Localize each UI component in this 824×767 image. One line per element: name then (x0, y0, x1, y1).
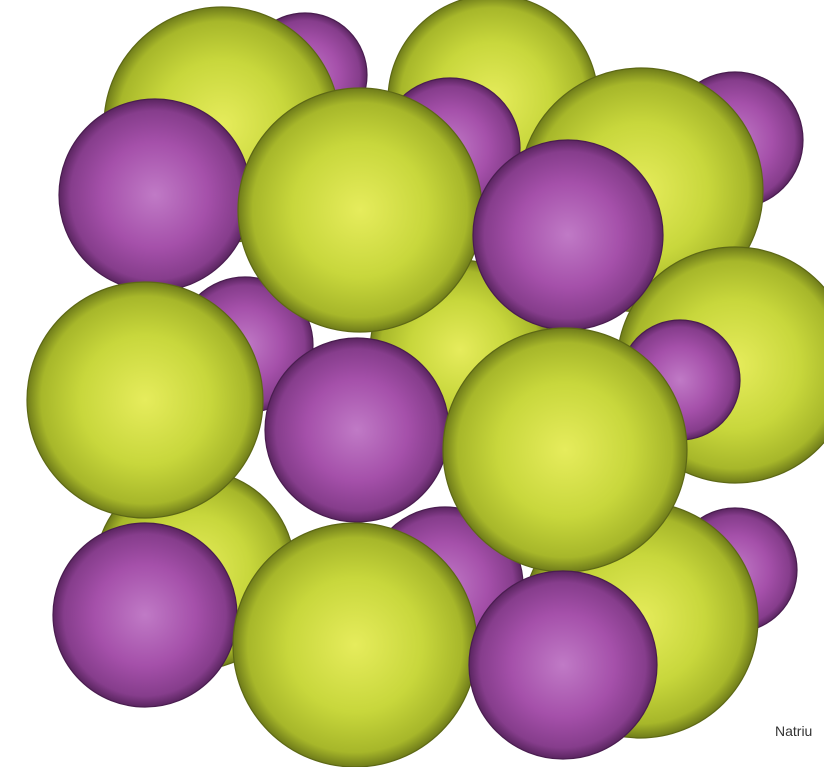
sodium-ion (265, 338, 449, 522)
chloride-ion (27, 282, 263, 518)
figure-caption: Natriu (775, 723, 812, 739)
sodium-ion (59, 99, 251, 291)
sodium-ion (53, 523, 237, 707)
chloride-ion (238, 88, 482, 332)
ion-group (27, 0, 824, 767)
chloride-ion (233, 523, 477, 767)
chloride-ion (443, 328, 687, 572)
sodium-ion (469, 571, 657, 759)
sodium-ion (473, 140, 663, 330)
